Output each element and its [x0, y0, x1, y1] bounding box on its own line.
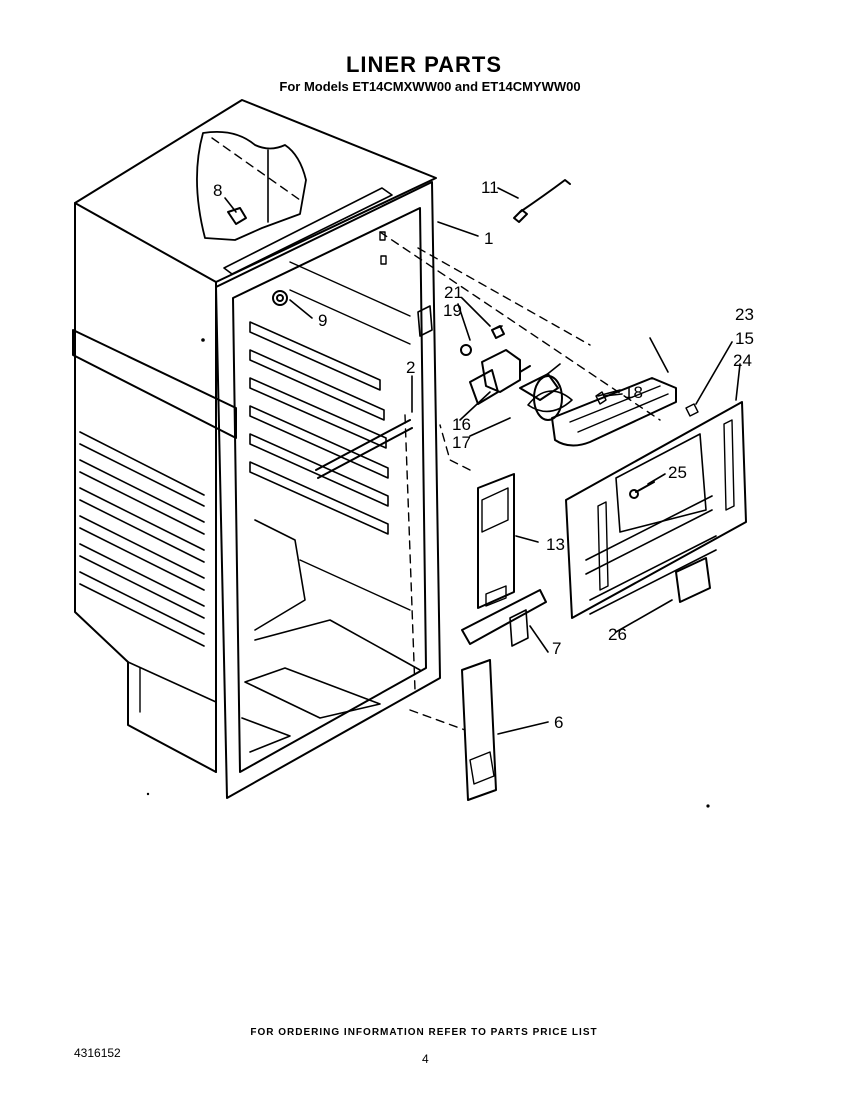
fan-motor-assembly: [460, 325, 573, 421]
ordering-info-note: FOR ORDERING INFORMATION REFER TO PARTS …: [250, 1027, 598, 1038]
callout-18: 18: [624, 383, 643, 402]
callout-25: 25: [668, 463, 687, 482]
refrigerator-liner-cabinet: [72, 99, 441, 799]
part-2-support-rod: [315, 419, 413, 479]
part-24-evaporator-cover: [565, 401, 747, 619]
callout-2: 2: [406, 358, 415, 377]
callout-26: 26: [608, 625, 627, 644]
callout-19: 19: [443, 301, 462, 320]
scan-specks: [146, 338, 710, 808]
callout-1: 1: [484, 229, 493, 248]
part-25-screw: [629, 481, 655, 499]
callout-17: 17: [452, 433, 471, 452]
assembly-guide-lines: [211, 137, 661, 731]
callout-21: 21: [444, 283, 463, 302]
callout-23: 23: [735, 305, 754, 324]
callout-leaders: [224, 187, 741, 735]
callout-11: 11: [481, 178, 499, 197]
part-7-bracket: [461, 589, 547, 647]
callout-16: 16: [452, 415, 471, 434]
document-number: 4316152: [74, 1046, 121, 1060]
part-21-screw: [491, 325, 503, 331]
part-18-screw: [597, 389, 621, 397]
callout-8: 8: [213, 181, 222, 200]
callout-15: 15: [735, 329, 754, 348]
callout-13: 13: [546, 535, 565, 554]
page-title: LINER PARTS: [345, 52, 503, 77]
page-subtitle: For Models ET14CMXWW00 and ET14CMYWW00: [279, 79, 581, 94]
part-23-fan-shroud: [551, 377, 699, 447]
callout-9: 9: [318, 311, 327, 330]
part-8-clip: [227, 207, 247, 225]
part-9-grommet: [272, 290, 288, 306]
callout-labels: 11 1 8 9 2 21 19 23 15 24 18 16 17 25 13…: [213, 178, 754, 732]
part-13-air-duct: [477, 473, 515, 609]
part-11-sensor-wire: [513, 179, 571, 223]
callout-24: 24: [733, 351, 752, 370]
callout-6: 6: [554, 713, 563, 732]
part-6-drain-channel: [461, 659, 497, 801]
callout-7: 7: [552, 639, 561, 658]
page-number: 4: [422, 1052, 429, 1066]
part-26-insulation-pad: [675, 557, 711, 603]
